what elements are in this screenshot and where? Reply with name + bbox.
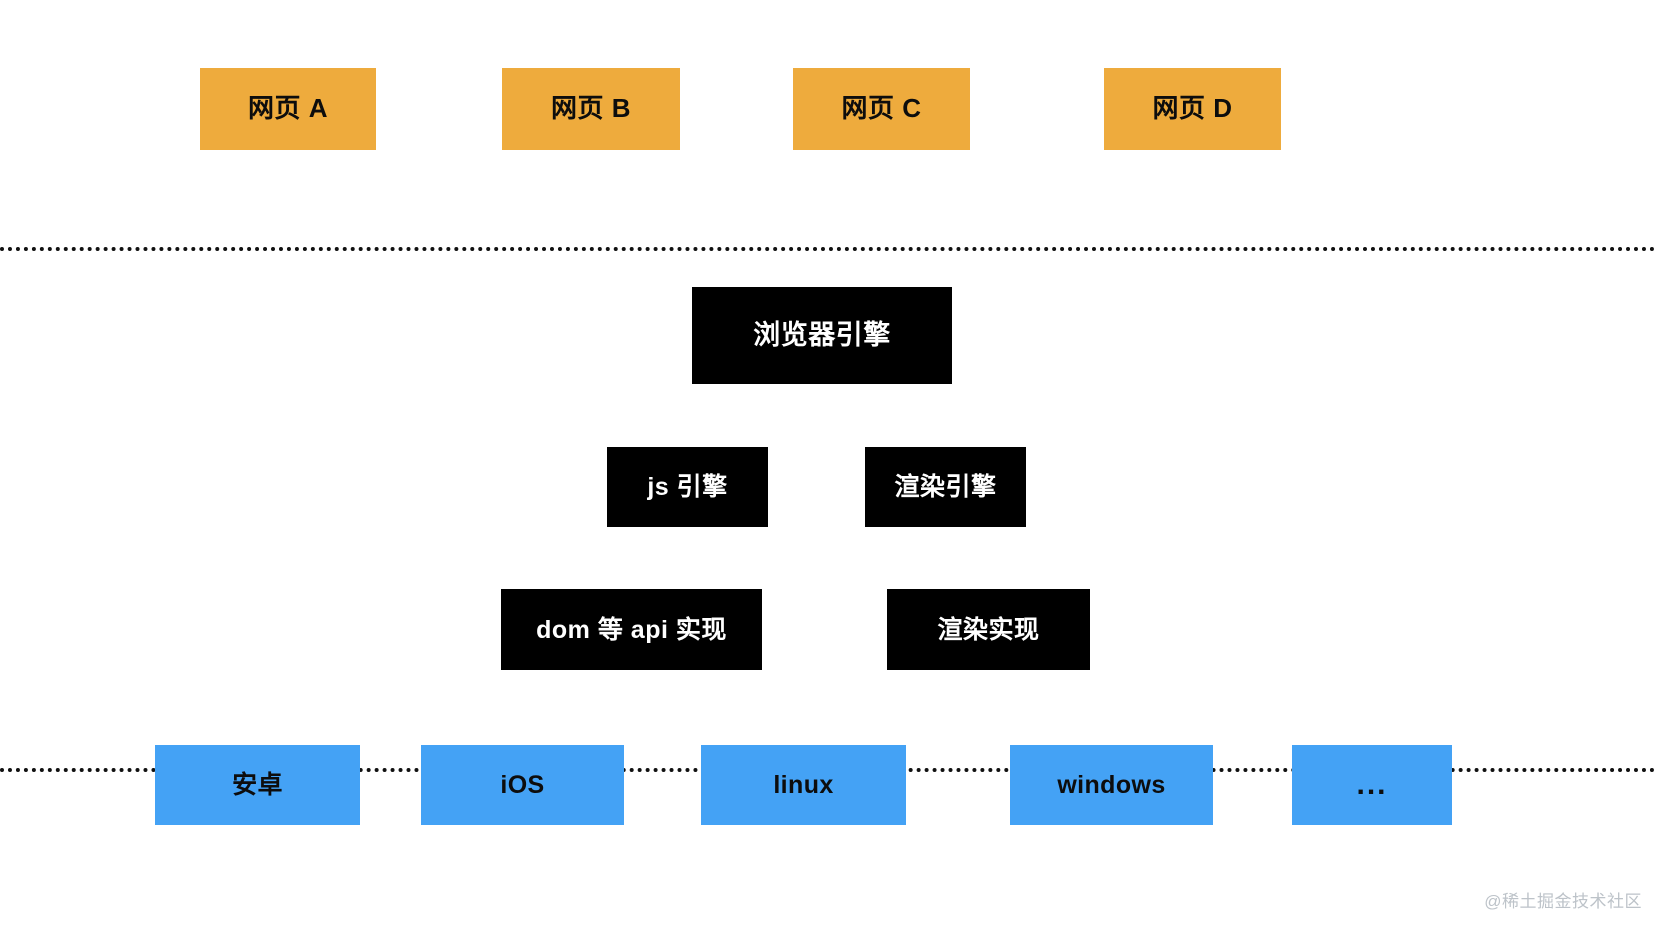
web-page-box-a: 网页 A: [200, 68, 376, 150]
os-box-linux: linux: [701, 745, 906, 825]
web-page-box-b: 网页 B: [502, 68, 680, 150]
web-page-label-c: 网页 C: [841, 93, 922, 124]
render-engine-box: 渲染引擎: [865, 447, 1026, 527]
os-box-more: ...: [1292, 745, 1452, 825]
dom-api-impl-box: dom 等 api 实现: [501, 589, 762, 670]
web-page-label-d: 网页 D: [1152, 93, 1233, 124]
web-page-box-d: 网页 D: [1104, 68, 1281, 150]
web-page-label-b: 网页 B: [550, 93, 631, 124]
watermark: @稀土掘金技术社区: [1484, 892, 1642, 911]
os-box-android: 安卓: [155, 745, 360, 825]
browser-engine-label: 浏览器引擎: [753, 320, 891, 351]
js-engine-label: js 引擎: [647, 473, 728, 501]
os-label-windows: windows: [1057, 771, 1166, 799]
os-label-ios: iOS: [500, 771, 545, 799]
js-engine-box: js 引擎: [607, 447, 768, 527]
dom-api-impl-label: dom 等 api 实现: [536, 615, 727, 644]
os-box-windows: windows: [1010, 745, 1213, 825]
web-page-box-c: 网页 C: [793, 68, 970, 150]
web-page-label-a: 网页 A: [247, 93, 328, 124]
os-box-ios: iOS: [421, 745, 624, 825]
render-impl-box: 渲染实现: [887, 589, 1090, 670]
divider-top: [0, 247, 1656, 251]
render-impl-label: 渲染实现: [937, 615, 1040, 644]
browser-engine-box: 浏览器引擎: [692, 287, 952, 384]
os-label-more: ...: [1356, 768, 1388, 801]
os-label-android: 安卓: [232, 771, 283, 799]
os-label-linux: linux: [773, 771, 834, 799]
render-engine-label: 渲染引擎: [894, 473, 997, 501]
